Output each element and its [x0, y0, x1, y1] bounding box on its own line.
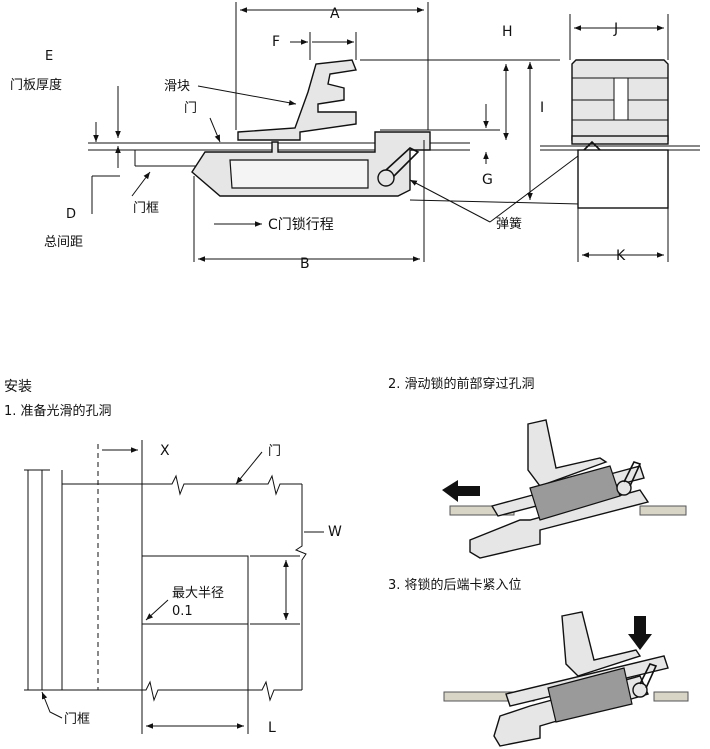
label-B: B	[300, 256, 310, 272]
install-step1-label: 1. 准备光滑的孔洞	[4, 403, 112, 419]
end-view: J K	[540, 14, 700, 264]
label-spring: 弹簧	[496, 216, 522, 232]
label-slider: 滑块	[164, 79, 190, 94]
label-max-radius: 最大半径	[172, 586, 224, 601]
label-X: X	[160, 443, 170, 459]
label-door-top: 门	[184, 101, 197, 116]
side-view: E 门板厚度 滑块 门 D 门框 总间距 A F H I	[10, 2, 587, 272]
label-H: H	[502, 24, 513, 40]
install-title: 安装	[4, 379, 32, 395]
label-G: G	[482, 172, 493, 188]
label-K: K	[616, 248, 626, 264]
label-door-bottom: 门	[268, 444, 281, 459]
label-total-gap: 总间距	[44, 235, 83, 250]
label-frame-top: 门框	[133, 201, 159, 216]
latch-slot	[229, 159, 369, 189]
label-F: F	[272, 34, 280, 50]
label-W: W	[328, 524, 342, 540]
label-L: L	[268, 720, 276, 736]
label-E: E	[45, 49, 53, 64]
label-D: D	[66, 207, 76, 222]
slider-head	[237, 59, 357, 141]
install-step3: 3. 将锁的后端卡紧入位	[388, 577, 689, 747]
install-step3-label: 3. 将锁的后端卡紧入位	[388, 577, 522, 593]
install-step2: 2. 滑动锁的前部穿过孔洞	[388, 376, 687, 559]
label-J: J	[613, 21, 618, 37]
label-radius-value: 0.1	[172, 604, 193, 619]
label-door-thickness: 门板厚度	[10, 77, 62, 93]
spring-roll	[377, 169, 395, 187]
arrow-down-icon	[628, 616, 652, 650]
arrow-left-icon	[442, 480, 480, 502]
label-C: C门锁行程	[268, 217, 334, 233]
install-step2-label: 2. 滑动锁的前部穿过孔洞	[388, 376, 535, 392]
install-step1: 安装 1. 准备光滑的孔洞 X 门 W 最大半径 0.1	[4, 379, 342, 736]
label-frame-bottom: 门框	[64, 712, 90, 727]
label-A: A	[330, 6, 340, 22]
label-I: I	[540, 100, 544, 116]
